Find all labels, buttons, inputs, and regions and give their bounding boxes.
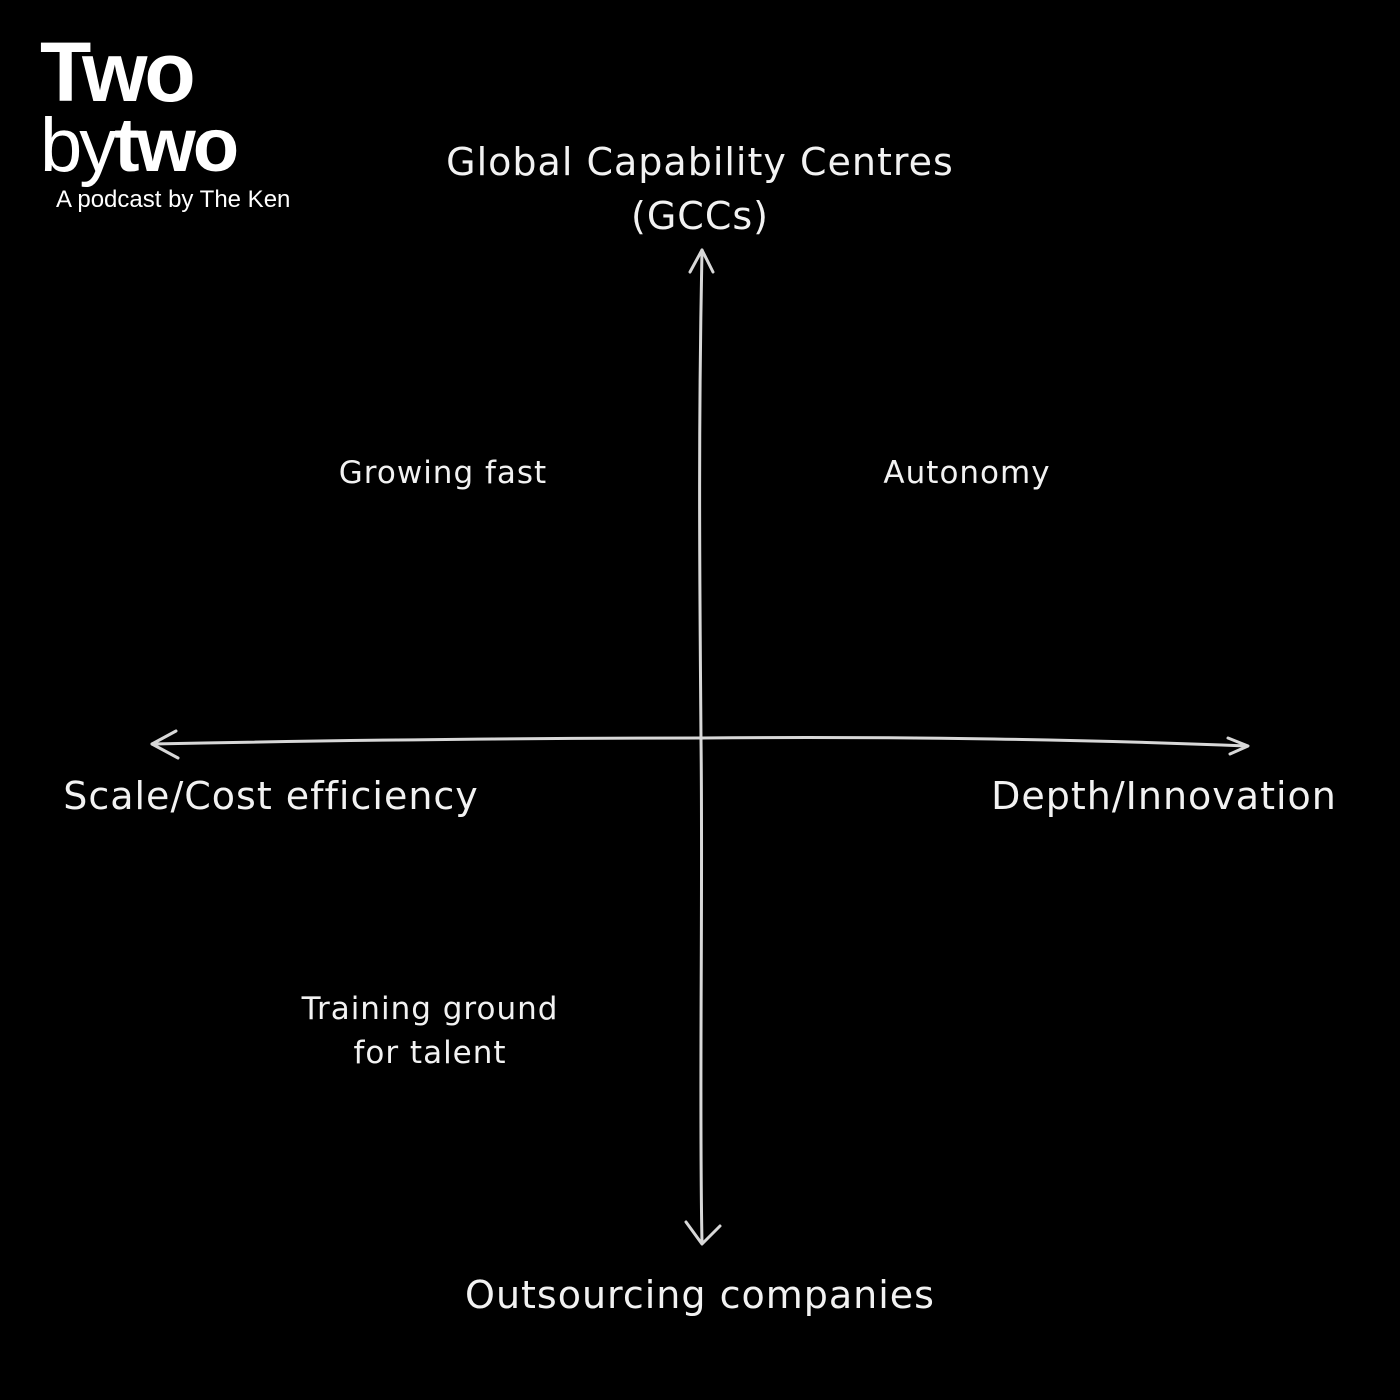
quadrant-top-left-label: Growing fast (338, 455, 548, 491)
logo-two: two (114, 103, 239, 188)
logo-line1: Two (40, 25, 196, 119)
arrow-right-icon (1226, 736, 1250, 756)
quadrant-bottom-left-label-line1: Training ground (301, 991, 559, 1027)
logo: Two bytwo A podcast by The Ken (40, 25, 291, 214)
arrow-left-icon (150, 729, 180, 760)
axis-left-label: Scale/Cost efficiency (63, 774, 479, 818)
vertical-axis (698, 248, 704, 1244)
quadrant-bottom-left-label-line2: for talent (353, 1035, 507, 1071)
logo-line2: bytwo (40, 108, 290, 184)
horizontal-axis (150, 735, 1249, 748)
axis-right-label: Depth/Innovation (991, 774, 1337, 818)
logo-tagline: A podcast by The Ken (56, 186, 291, 213)
axis-top-label-abbr: (GCCs) (631, 194, 769, 238)
quadrant-top-right-label: Autonomy (883, 455, 1051, 491)
arrow-up-icon (688, 248, 715, 274)
logo-by: by (40, 103, 117, 188)
axis-bottom-label: Outsourcing companies (465, 1273, 935, 1317)
axis-top-label: Global Capability Centres (446, 140, 954, 184)
arrow-down-icon (684, 1220, 722, 1246)
